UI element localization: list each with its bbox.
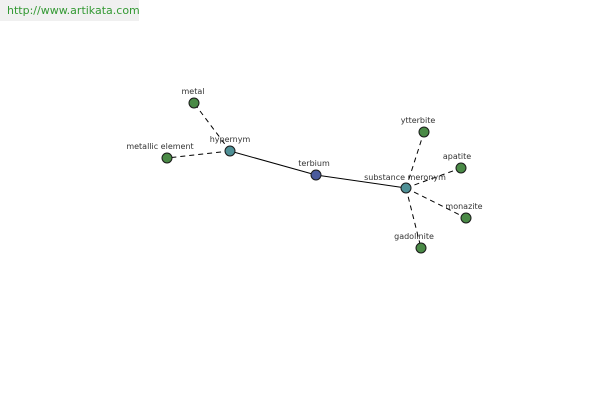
node-label-hypernym[interactable]: hypernym <box>210 135 251 144</box>
node-monazite-icon[interactable] <box>460 212 472 224</box>
node-gadolinite-icon[interactable] <box>415 242 427 254</box>
node-ytterbite-icon[interactable] <box>418 126 430 138</box>
node-terbium-icon[interactable] <box>310 169 322 181</box>
edge-substance-meronym-ytterbite <box>405 131 425 189</box>
edge-substance-meronym-monazite <box>405 187 467 219</box>
edge-terbium-substance-meronym <box>315 174 407 189</box>
node-label-monazite[interactable]: monazite <box>445 202 482 211</box>
nodes-layer <box>161 97 472 254</box>
node-label-apatite[interactable]: apatite <box>443 152 471 161</box>
edge-substance-meronym-apatite <box>405 167 462 189</box>
node-label-ytterbite[interactable]: ytterbite <box>401 116 436 125</box>
node-label-metal[interactable]: metal <box>182 87 205 96</box>
edges-layer <box>166 102 467 249</box>
node-label-gadolinite[interactable]: gadolinite <box>394 232 434 241</box>
url-banner: http://www.artikata.com <box>0 0 140 21</box>
edge-terbium-hypernym <box>229 150 317 176</box>
node-metallic-element-icon[interactable] <box>161 152 173 164</box>
node-hypernym-icon[interactable] <box>224 145 236 157</box>
edge-hypernym-metal <box>193 102 231 152</box>
edge-hypernym-metallic-element <box>166 150 231 159</box>
node-apatite-icon[interactable] <box>455 162 467 174</box>
site-url[interactable]: http://www.artikata.com <box>7 4 140 17</box>
node-label-substance-meronym[interactable]: substance meronym <box>364 173 446 182</box>
labels-layer: terbium hypernym substance meronym metal met… <box>126 87 482 241</box>
node-label-terbium[interactable]: terbium <box>298 159 330 168</box>
edge-substance-meronym-gadolinite <box>405 187 422 249</box>
node-metal-icon[interactable] <box>188 97 200 109</box>
node-substance-meronym-icon[interactable] <box>400 182 412 194</box>
node-label-metallic-element[interactable]: metallic element <box>126 142 193 151</box>
